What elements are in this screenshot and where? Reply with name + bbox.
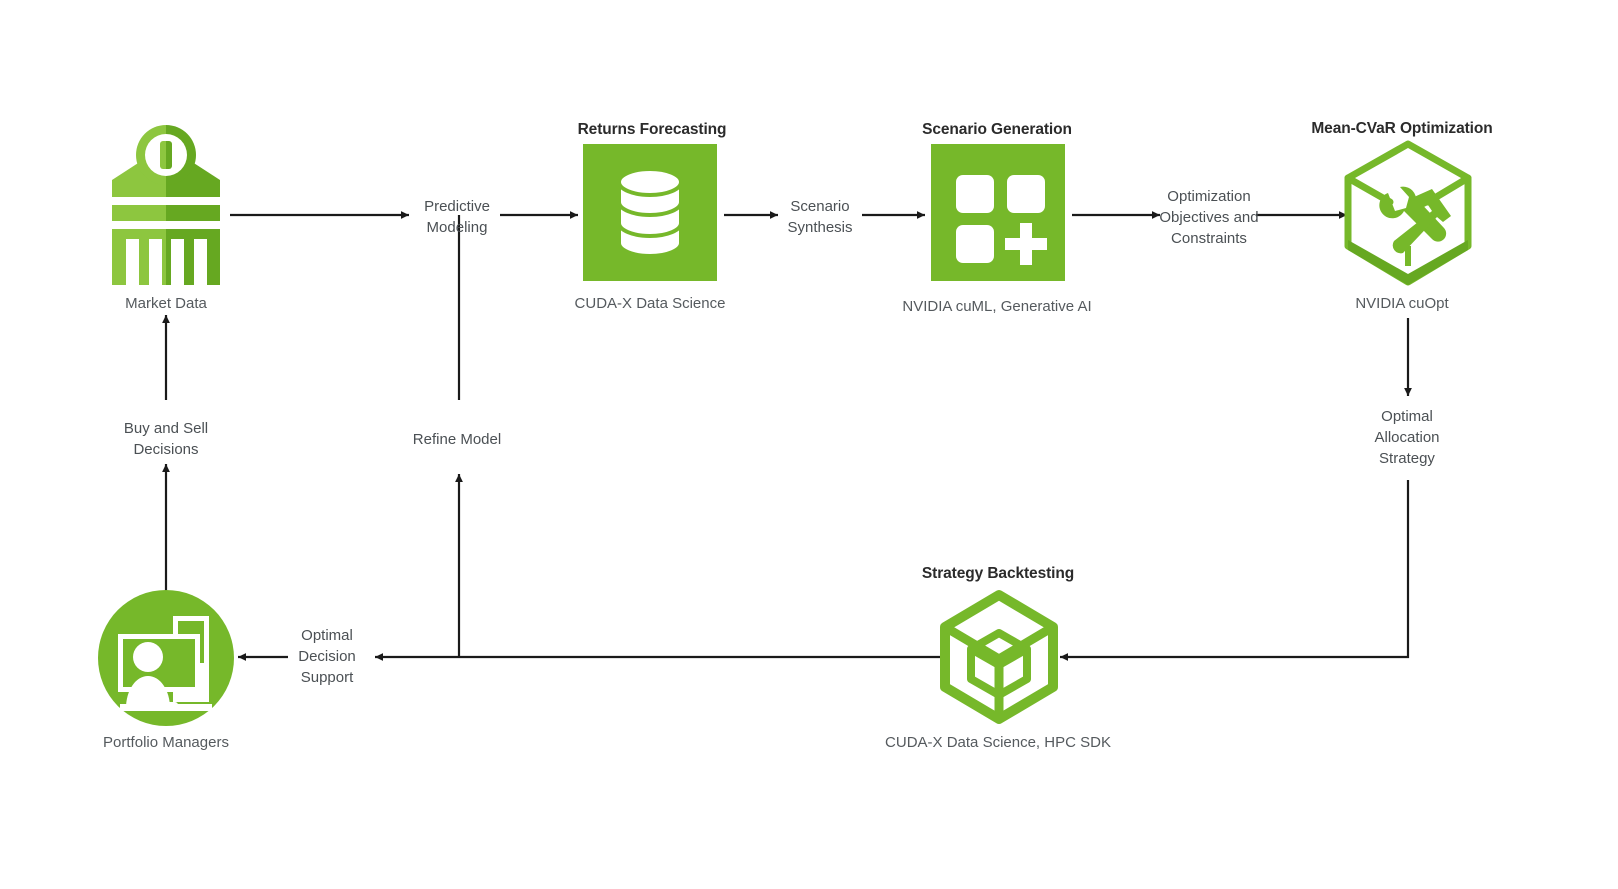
edge-label-scenario-synthesis: Scenario Synthesis	[787, 198, 853, 236]
market-data-caption: Market Data	[125, 295, 207, 312]
edge-label-optimization-objectives: Optimization Objectives and Constraints	[1159, 188, 1259, 247]
edge-label-buy-and-sell-decisions: Buy and Sell Decisions	[123, 420, 209, 458]
scenario-generation-caption: NVIDIA cuML, Generative AI	[902, 298, 1092, 315]
strategy-backtesting-title: Strategy Backtesting	[921, 565, 1075, 582]
cube-tools-icon	[1340, 140, 1476, 288]
edge-label-predictive-modeling: Predictive Modeling	[424, 198, 490, 236]
person-at-desk-icon	[98, 590, 234, 726]
mean-cvar-optimization-caption: NVIDIA cuOpt	[1355, 295, 1449, 312]
bank-building-icon	[104, 125, 228, 285]
cube-outline-icon	[937, 589, 1061, 725]
database-cylinder-icon	[583, 144, 717, 281]
returns-forecasting-caption: CUDA-X Data Science	[574, 295, 726, 312]
edge-label-optimal-decision-support: Optimal Decision Support	[298, 627, 356, 686]
edge-label-refine-model: Refine Model	[412, 431, 502, 448]
portfolio-managers-caption: Portfolio Managers	[103, 734, 229, 751]
strategy-backtesting-caption: CUDA-X Data Science, HPC SDK	[885, 734, 1111, 751]
returns-forecasting-title: Returns Forecasting	[577, 121, 727, 138]
edge-label-optimal-allocation-strategy: Optimal Allocation Strategy	[1374, 408, 1440, 467]
arrow-allocation-to-backtesting	[1060, 480, 1410, 661]
mean-cvar-optimization-title: Mean-CVaR Optimization	[1311, 120, 1493, 137]
grid-plus-icon	[931, 144, 1065, 281]
scenario-generation-title: Scenario Generation	[922, 121, 1072, 138]
